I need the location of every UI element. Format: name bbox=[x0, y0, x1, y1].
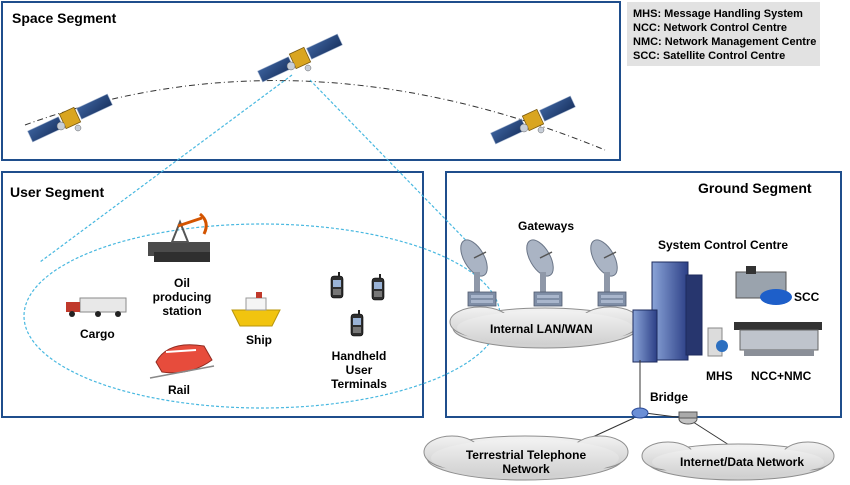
handheld-phone-icon bbox=[350, 309, 364, 337]
user-segment-frame bbox=[1, 171, 424, 418]
orbit-arc bbox=[24, 80, 606, 151]
label-bridge: Bridge bbox=[650, 390, 689, 404]
label-mhs: MHS bbox=[706, 369, 733, 383]
label-gateways: Gateways bbox=[518, 219, 575, 233]
ship-icon bbox=[231, 292, 281, 327]
gateway-antenna-icon bbox=[520, 234, 563, 307]
label-terrestrial-telephone-network: Terrestrial Telephone Network bbox=[465, 448, 587, 476]
control-building-icon bbox=[632, 261, 703, 363]
router-icon bbox=[678, 411, 698, 425]
lan-cloud bbox=[449, 306, 641, 349]
legend-item-nmc: NMC: Network Management Centre bbox=[633, 36, 817, 48]
mhs-server-icon bbox=[707, 327, 728, 357]
bridge-router-link bbox=[644, 412, 685, 419]
label-handheld-terminals: Handheld User Terminals bbox=[331, 349, 387, 391]
bridge-hub-icon bbox=[631, 407, 649, 419]
satellite-icon bbox=[490, 95, 576, 145]
space-segment-frame bbox=[1, 1, 621, 161]
cargo-truck-icon bbox=[66, 297, 127, 317]
gateway-antenna-icon bbox=[454, 234, 497, 307]
ground-segment-title: Ground Segment bbox=[698, 180, 812, 196]
beam-line bbox=[309, 79, 488, 263]
label-ncc-nmc: NCC+NMC bbox=[751, 369, 812, 383]
label-scc: SCC bbox=[794, 290, 820, 304]
gateway-antenna-icon bbox=[584, 234, 627, 307]
label-oil-station: Oil producing station bbox=[152, 276, 212, 318]
abbreviation-legend: MHS: Message Handling System NCC: Networ… bbox=[627, 2, 820, 66]
legend-item-mhs: MHS: Message Handling System bbox=[633, 8, 803, 20]
label-system-control-centre: System Control Centre bbox=[658, 238, 789, 252]
scc-console-icon bbox=[735, 266, 792, 305]
train-icon bbox=[149, 344, 215, 379]
telephone-cloud bbox=[423, 435, 629, 481]
ncc-nmc-console-icon bbox=[734, 322, 822, 356]
space-segment-title: Space Segment bbox=[12, 10, 117, 26]
label-rail: Rail bbox=[168, 383, 191, 397]
label-ship: Ship bbox=[246, 333, 272, 347]
oil-station-icon bbox=[148, 212, 210, 262]
satellite-icon bbox=[27, 93, 113, 143]
label-internal-lan-wan: Internal LAN/WAN bbox=[490, 322, 593, 336]
satellite-icon bbox=[257, 33, 343, 83]
user-segment-title: User Segment bbox=[10, 184, 105, 200]
handheld-phone-icon bbox=[330, 271, 344, 299]
label-cargo: Cargo bbox=[80, 327, 115, 341]
handheld-phone-icon bbox=[371, 273, 385, 301]
beam-line bbox=[39, 74, 293, 263]
label-internet-data-network: Internet/Data Network bbox=[680, 455, 805, 469]
legend-item-ncc: NCC: Network Control Centre bbox=[633, 22, 788, 34]
legend-item-scc: SCC: Satellite Control Centre bbox=[633, 50, 786, 62]
internet-cloud bbox=[641, 441, 835, 481]
